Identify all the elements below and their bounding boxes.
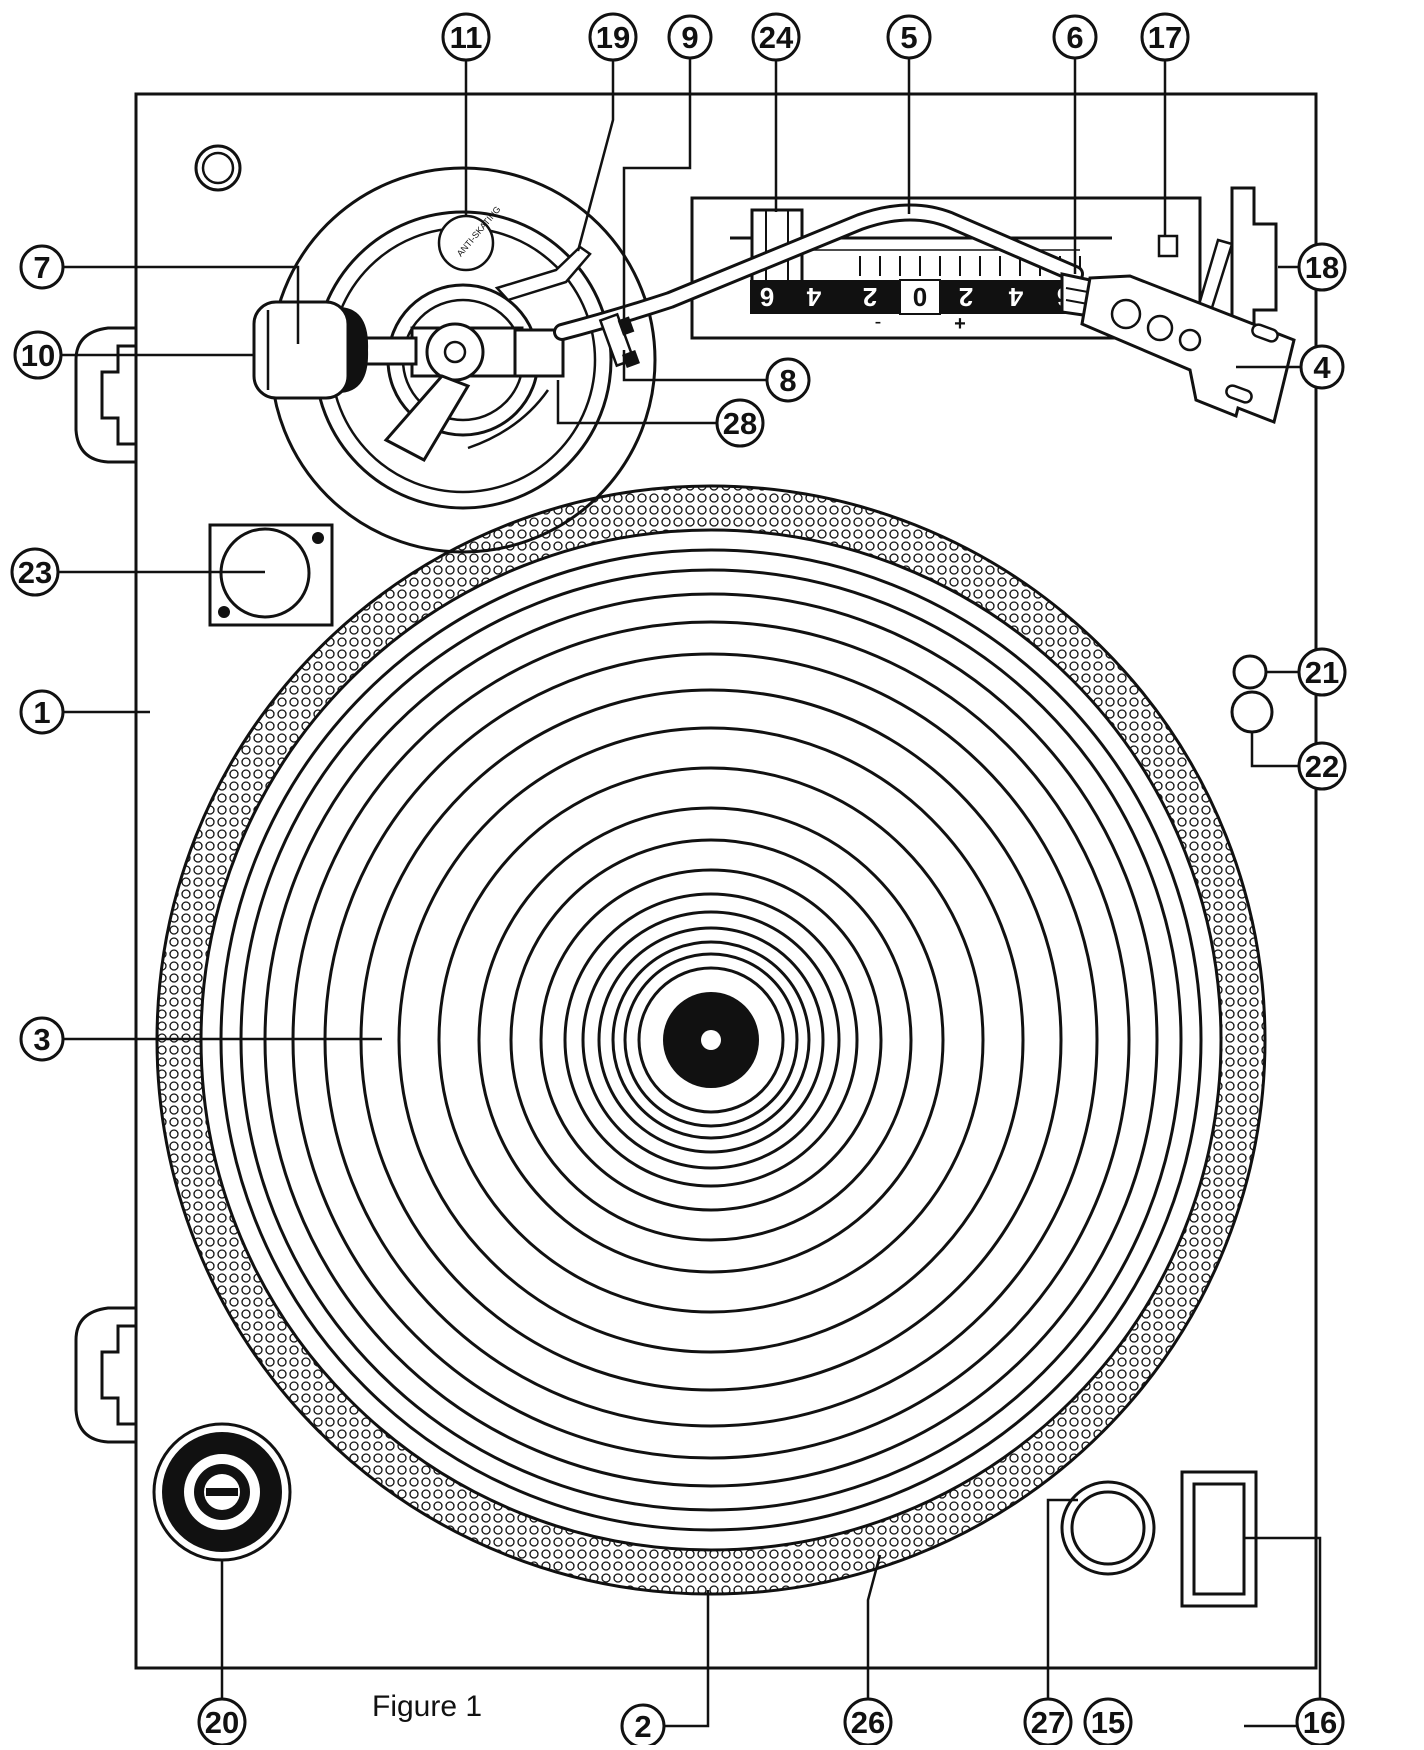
svg-text:7: 7 <box>33 250 50 285</box>
svg-text:16: 16 <box>1303 1705 1337 1740</box>
svg-text:10: 10 <box>21 338 55 373</box>
svg-text:23: 23 <box>18 555 52 590</box>
figure-caption: Figure 1 <box>372 1690 482 1723</box>
pitch-reset-indicator <box>1157 234 1179 258</box>
callout-23: 23 <box>10 547 60 597</box>
pitch-minus: - <box>875 311 882 333</box>
hinge-top <box>74 326 136 464</box>
callout-19: 19 <box>588 12 638 62</box>
callout-10: 10 <box>13 330 63 380</box>
callout-24: 24 <box>751 12 801 62</box>
cabinet-screw <box>194 144 242 192</box>
callout-6: 6 <box>1052 14 1098 60</box>
leader-lines <box>58 58 1322 1728</box>
svg-text:26: 26 <box>851 1705 885 1740</box>
callout-26: 26 <box>843 1697 893 1747</box>
pitch-num-5: 4 <box>1008 282 1023 312</box>
callout-20: 20 <box>197 1697 247 1747</box>
callout-8: 8 <box>765 357 811 403</box>
callout-15: 15 <box>1083 1697 1133 1747</box>
callout-17: 17 <box>1140 12 1190 62</box>
pitch-plus: + <box>954 313 966 335</box>
callout-22: 22 <box>1297 741 1347 791</box>
strobe-light <box>208 523 334 627</box>
pitch-num-1: 4 <box>806 282 821 312</box>
callout-5: 5 <box>886 14 932 60</box>
svg-text:6: 6 <box>1066 20 1083 55</box>
callout-9: 9 <box>667 14 713 60</box>
callout-2: 2 <box>620 1703 666 1749</box>
callout-18: 18 <box>1297 242 1347 292</box>
pitch-scale: 6 4 2 0 2 4 6 - + <box>750 279 1080 335</box>
callout-1: 1 <box>19 689 65 735</box>
record-label <box>637 966 785 1114</box>
callout-11: 11 <box>441 12 491 62</box>
svg-text:2: 2 <box>634 1709 651 1744</box>
pitch-num-2: 2 <box>863 282 877 312</box>
svg-text:21: 21 <box>1305 655 1339 690</box>
callout-28: 28 <box>715 398 765 448</box>
speed-button-33[interactable] <box>1232 654 1268 690</box>
start-stop-button[interactable] <box>1060 1480 1156 1576</box>
svg-text:17: 17 <box>1148 20 1182 55</box>
counterweight[interactable] <box>252 300 418 400</box>
pitch-num-0: 6 <box>760 282 774 312</box>
svg-text:15: 15 <box>1091 1705 1125 1740</box>
hinge-bottom <box>74 1306 136 1444</box>
svg-text:22: 22 <box>1305 749 1339 784</box>
cabinet-screw-inner <box>201 151 235 185</box>
svg-text:1: 1 <box>33 695 50 730</box>
callout-21: 21 <box>1297 647 1347 697</box>
pitch-num-4: 2 <box>959 282 973 312</box>
callout-4: 4 <box>1299 344 1345 390</box>
callout-27: 27 <box>1023 1697 1073 1747</box>
callout-16: 16 <box>1295 1697 1345 1747</box>
platter <box>155 484 1267 1596</box>
svg-text:9: 9 <box>681 20 698 55</box>
hinge-bottom-inner <box>100 1324 136 1426</box>
headshell[interactable] <box>1080 274 1296 425</box>
svg-text:11: 11 <box>450 20 483 55</box>
hinge-top-inner <box>100 344 136 446</box>
pitch-num-3: 0 <box>913 282 927 312</box>
tonearm[interactable] <box>553 203 1084 368</box>
svg-text:27: 27 <box>1031 1705 1065 1740</box>
svg-text:20: 20 <box>205 1705 239 1740</box>
svg-text:24: 24 <box>759 20 794 55</box>
callout-3: 3 <box>19 1016 65 1062</box>
tonearm-pivot <box>383 322 565 462</box>
svg-text:4: 4 <box>1313 350 1331 385</box>
adapter-45rpm[interactable] <box>152 1422 292 1562</box>
svg-text:19: 19 <box>596 20 630 55</box>
speed-button-45[interactable] <box>1230 690 1274 734</box>
callout-7: 7 <box>19 244 65 290</box>
svg-text:5: 5 <box>900 20 917 55</box>
svg-text:28: 28 <box>723 406 757 441</box>
svg-text:8: 8 <box>779 363 796 398</box>
svg-text:18: 18 <box>1305 250 1339 285</box>
svg-text:3: 3 <box>33 1022 50 1057</box>
arm-lift[interactable] <box>494 245 592 302</box>
